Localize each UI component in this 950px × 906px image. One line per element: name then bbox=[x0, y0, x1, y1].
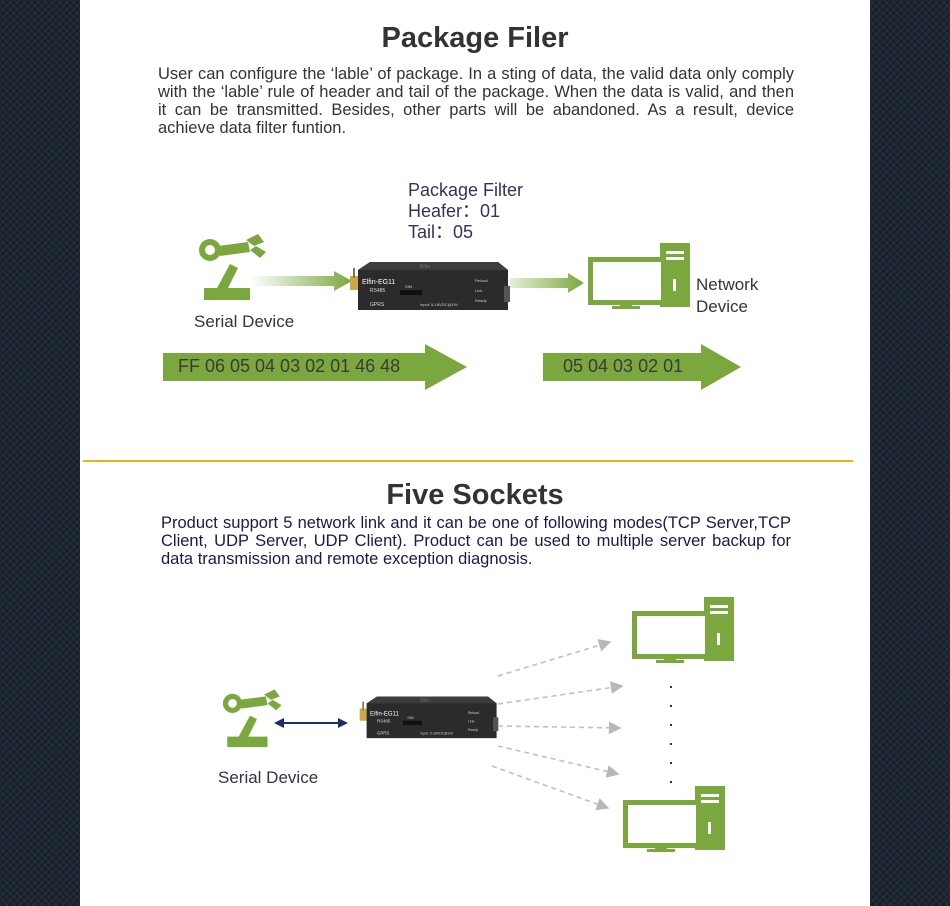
device-input-label: Input: 5-18VDC@1W bbox=[420, 302, 458, 307]
robot-arm-icon bbox=[222, 689, 282, 748]
section-title-package-filer: Package Filer bbox=[381, 22, 569, 54]
robot-arm-icon bbox=[199, 234, 266, 300]
network-device-label-line2: Device bbox=[696, 297, 748, 316]
socket-link-2 bbox=[497, 681, 624, 705]
filter-header: Heafer：01 bbox=[408, 201, 501, 221]
serial-device-label: Serial Device bbox=[194, 312, 295, 331]
socket-link-5 bbox=[491, 765, 610, 811]
device-top-logo: Elfin bbox=[420, 698, 429, 703]
filter-tail: Tail：05 bbox=[408, 222, 474, 242]
device-reload-label: Reload bbox=[468, 711, 479, 715]
output-data-arrow bbox=[543, 344, 741, 390]
device-brand-label: Elfin-EG11 bbox=[362, 279, 395, 286]
filter-config-label: Package Filter Heafer：01 Tail：05 bbox=[408, 180, 523, 243]
device-port-gprs: GPRS bbox=[370, 302, 385, 308]
serial-device-label: Serial Device bbox=[218, 768, 319, 787]
device-port-rs485: RS485 bbox=[377, 718, 391, 723]
network-device-label-line1: Network bbox=[696, 275, 759, 294]
server-computer-icon bbox=[632, 597, 734, 663]
section-title-five-sockets: Five Sockets bbox=[386, 479, 564, 511]
filter-title: Package Filter bbox=[408, 180, 524, 200]
ellipsis-dot bbox=[670, 705, 672, 707]
output-data-bytes: 05 04 03 02 01 bbox=[563, 356, 684, 376]
device-sim-label: SIM bbox=[405, 284, 412, 289]
socket-link-3 bbox=[497, 721, 622, 735]
device-ready-label: Ready bbox=[475, 298, 487, 303]
device-top-logo: Elfin bbox=[420, 264, 430, 270]
device-link-label: Link bbox=[468, 719, 475, 723]
flow-arrow-right-icon bbox=[510, 273, 584, 293]
elfin-eg11-gateway-device: Elfin-EG11 RS485 GPRS SIM Input: 5-18VDC… bbox=[359, 696, 499, 739]
device-ready-label: Ready bbox=[468, 728, 478, 732]
flow-arrow-right-icon bbox=[250, 271, 352, 291]
device-brand-label: Elfin-EG11 bbox=[370, 712, 399, 718]
device-input-label: Input: 5-18VDC@1W bbox=[420, 732, 453, 736]
input-data-arrow bbox=[163, 344, 467, 390]
device-link-label: Link bbox=[475, 288, 482, 293]
section-divider bbox=[83, 460, 853, 462]
socket-link-4 bbox=[497, 745, 620, 778]
device-port-gprs: GPRS bbox=[377, 731, 389, 736]
five-sockets-description: Product support 5 network link and it ca… bbox=[161, 514, 791, 568]
ellipsis-dot bbox=[670, 686, 672, 688]
package-filter-description: User can configure the ‘lable’ of packag… bbox=[158, 65, 794, 137]
ellipsis-dot bbox=[670, 762, 672, 764]
device-reload-label: Reload bbox=[475, 278, 488, 283]
device-sim-label: SIM bbox=[407, 716, 413, 720]
device-port-rs485: RS485 bbox=[370, 288, 386, 294]
elfin-eg11-gateway-device: Elfin-EG11 RS485 GPRS SIM Input: 5-18VDC… bbox=[350, 262, 510, 310]
content-panel: Package Filer User can configure the ‘la… bbox=[80, 0, 870, 906]
bidirectional-link-icon bbox=[274, 718, 348, 728]
ellipsis-dot bbox=[670, 743, 672, 745]
ellipsis-dot bbox=[670, 724, 672, 726]
network-computer-icon bbox=[588, 243, 690, 309]
ellipsis-dot bbox=[670, 781, 672, 783]
input-data-bytes: FF 06 05 04 03 02 01 46 48 bbox=[178, 356, 401, 376]
socket-links-diagram bbox=[491, 639, 624, 811]
socket-link-1 bbox=[497, 639, 612, 677]
server-computer-icon bbox=[623, 786, 725, 852]
